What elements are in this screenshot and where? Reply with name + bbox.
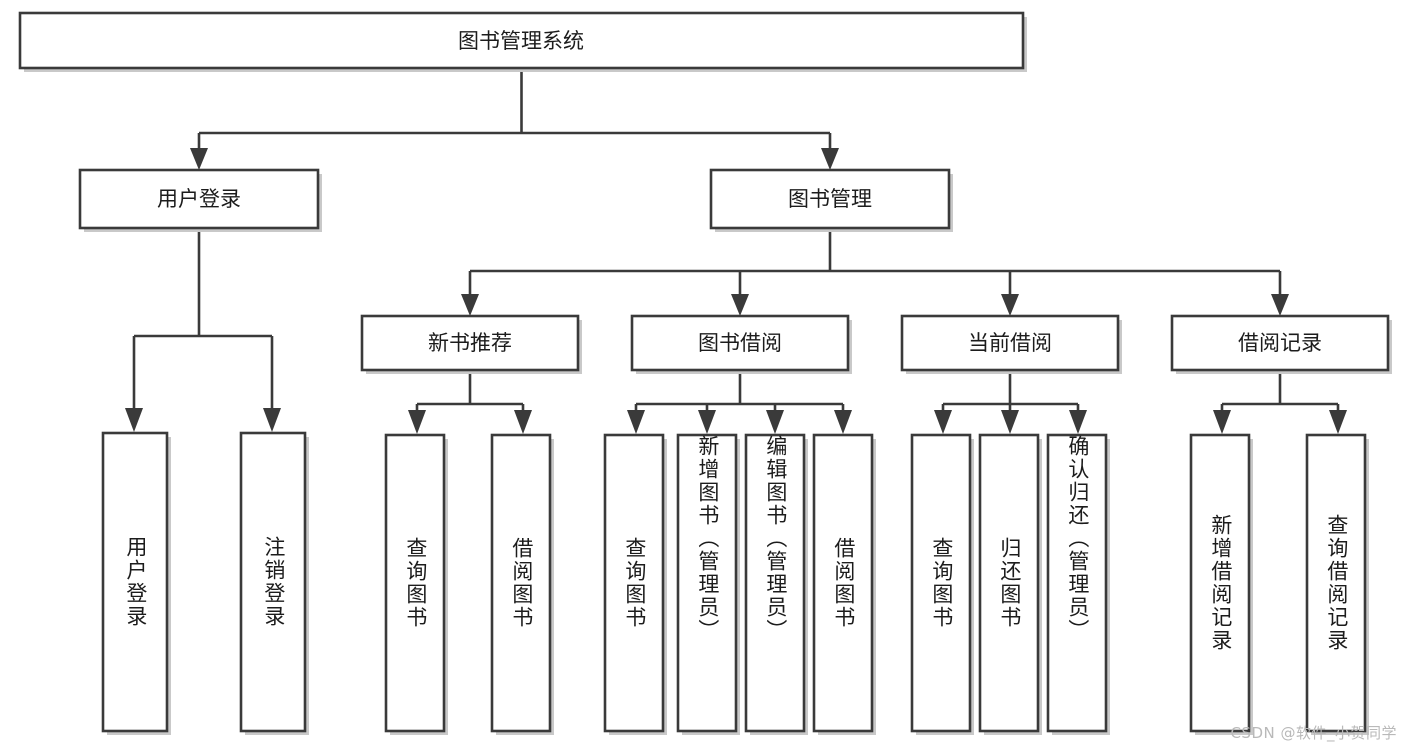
- leaf-box-bb-borrow-book[interactable]: [812, 433, 874, 733]
- user-login-box[interactable]: [78, 168, 320, 230]
- arrow-head-cb-return-book: [1001, 410, 1019, 434]
- leaf-boxes-current-borrow: [910, 433, 1110, 735]
- connector-group-book-manage-to-level3: [461, 232, 1289, 316]
- node-user-login[interactable]: 用户登录: [78, 168, 322, 232]
- arrow-head-nb-borrow-book: [514, 410, 532, 434]
- node-borrow-record[interactable]: 借阅记录: [1170, 314, 1392, 374]
- leaf-box-nb-query-book[interactable]: [384, 433, 446, 733]
- node-book-manage[interactable]: 图书管理: [709, 168, 953, 232]
- arrow-head-bb-edit-book: [766, 410, 784, 434]
- arrow-head-current-borrow: [1001, 294, 1019, 316]
- new-book-box[interactable]: [360, 314, 580, 372]
- user-login-label: 用户登录: [157, 187, 241, 211]
- leaf-boxes-new-book: [384, 433, 554, 735]
- arrow-head-br-query-record: [1329, 410, 1347, 434]
- connector-group-current-borrow-leaves: [934, 374, 1087, 434]
- borrow-record-label: 借阅记录: [1238, 331, 1322, 355]
- arrow-head-new-book: [461, 294, 479, 316]
- node-book-borrow[interactable]: 图书借阅: [630, 314, 852, 374]
- connector-group-root-to-level2: [190, 68, 839, 170]
- leaf-box-br-query-record[interactable]: [1305, 433, 1367, 733]
- node-root-system[interactable]: 图书管理系统: [18, 11, 1027, 72]
- arrow-head-book-manage: [821, 148, 839, 170]
- connector-group-book-borrow-leaves: [627, 374, 852, 434]
- node-current-borrow[interactable]: 当前借阅: [900, 314, 1122, 374]
- leaf-boxes-book-borrow: [603, 433, 876, 735]
- root-label: 图书管理系统: [458, 29, 584, 53]
- arrow-head-cb-confirm-return: [1069, 410, 1087, 434]
- watermark: CSDN @软件_小贺同学: [1230, 724, 1397, 742]
- current-borrow-label: 当前借阅: [968, 331, 1052, 355]
- leaf-box-br-add-record[interactable]: [1189, 433, 1251, 733]
- node-new-book-recommend[interactable]: 新书推荐: [360, 314, 582, 374]
- current-borrow-box[interactable]: [900, 314, 1120, 372]
- leaf-box-cb-query-book[interactable]: [910, 433, 972, 733]
- leaf-box-cb-confirm-return[interactable]: [1046, 433, 1108, 733]
- leaf-box-user-login[interactable]: [101, 431, 169, 733]
- arrow-head-nb-query-book: [408, 410, 426, 434]
- connector-group-borrow-record-leaves: [1213, 374, 1347, 434]
- arrow-head-bb-query-book: [627, 410, 645, 434]
- arrow-head-bb-add-book: [698, 410, 716, 434]
- arrow-head-book-borrow: [731, 294, 749, 316]
- leaf-box-logout[interactable]: [239, 431, 307, 733]
- arrow-head-leaf-logout: [263, 408, 281, 432]
- book-borrow-label: 图书借阅: [698, 331, 782, 355]
- leaf-box-cb-return-book[interactable]: [978, 433, 1040, 733]
- book-borrow-box[interactable]: [630, 314, 850, 372]
- leaf-box-bb-add-book[interactable]: [676, 433, 738, 733]
- arrow-head-user-login: [190, 148, 208, 170]
- borrow-record-box[interactable]: [1170, 314, 1390, 372]
- connector-group-new-book-leaves: [408, 374, 532, 434]
- root-box[interactable]: [18, 11, 1025, 70]
- leaf-box-bb-query-book[interactable]: [603, 433, 665, 733]
- arrow-head-br-add-record: [1213, 410, 1231, 434]
- book-manage-label: 图书管理: [788, 187, 872, 211]
- arrow-head-borrow-record: [1271, 294, 1289, 316]
- connector-group-user-login-leaves: [125, 232, 281, 432]
- arrow-head-bb-borrow-book: [834, 410, 852, 434]
- leaf-box-bb-edit-book[interactable]: [744, 433, 806, 733]
- new-book-label: 新书推荐: [428, 331, 512, 355]
- leaf-boxes-borrow-record: [1189, 433, 1369, 735]
- leaf-boxes-user-login: [101, 431, 309, 735]
- arrow-head-leaf-user-login: [125, 408, 143, 432]
- arrow-head-cb-query-book: [934, 410, 952, 434]
- book-manage-box[interactable]: [709, 168, 951, 230]
- leaf-box-nb-borrow-book[interactable]: [490, 433, 552, 733]
